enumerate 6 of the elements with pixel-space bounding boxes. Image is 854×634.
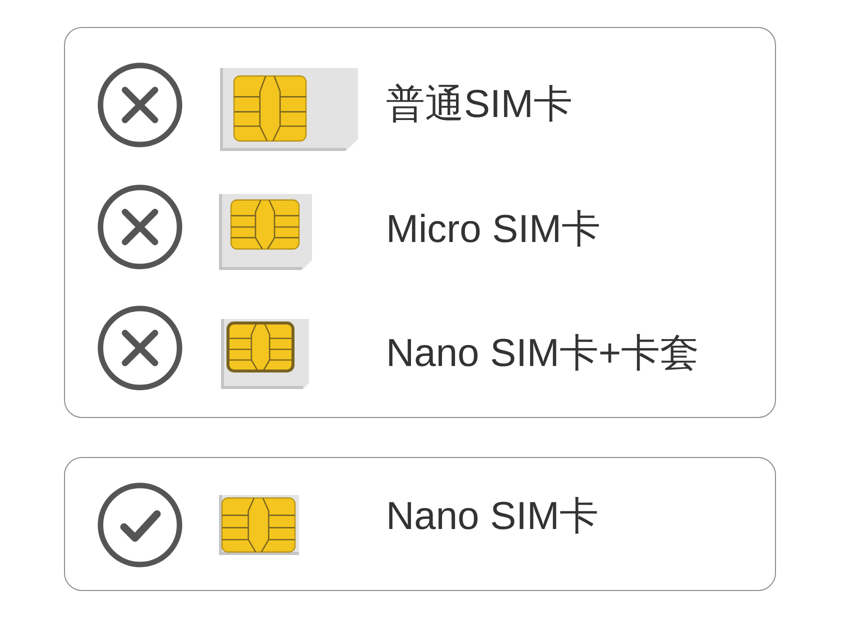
sim-type-label: 普通SIM卡 [386, 82, 572, 128]
sim-type-label: Nano SIM卡+卡套 [386, 331, 700, 377]
rounded-panel [64, 457, 776, 591]
sim-type-label: Micro SIM卡 [386, 207, 600, 253]
sim-type-label: Nano SIM卡 [386, 494, 598, 540]
rounded-panel [64, 27, 776, 418]
